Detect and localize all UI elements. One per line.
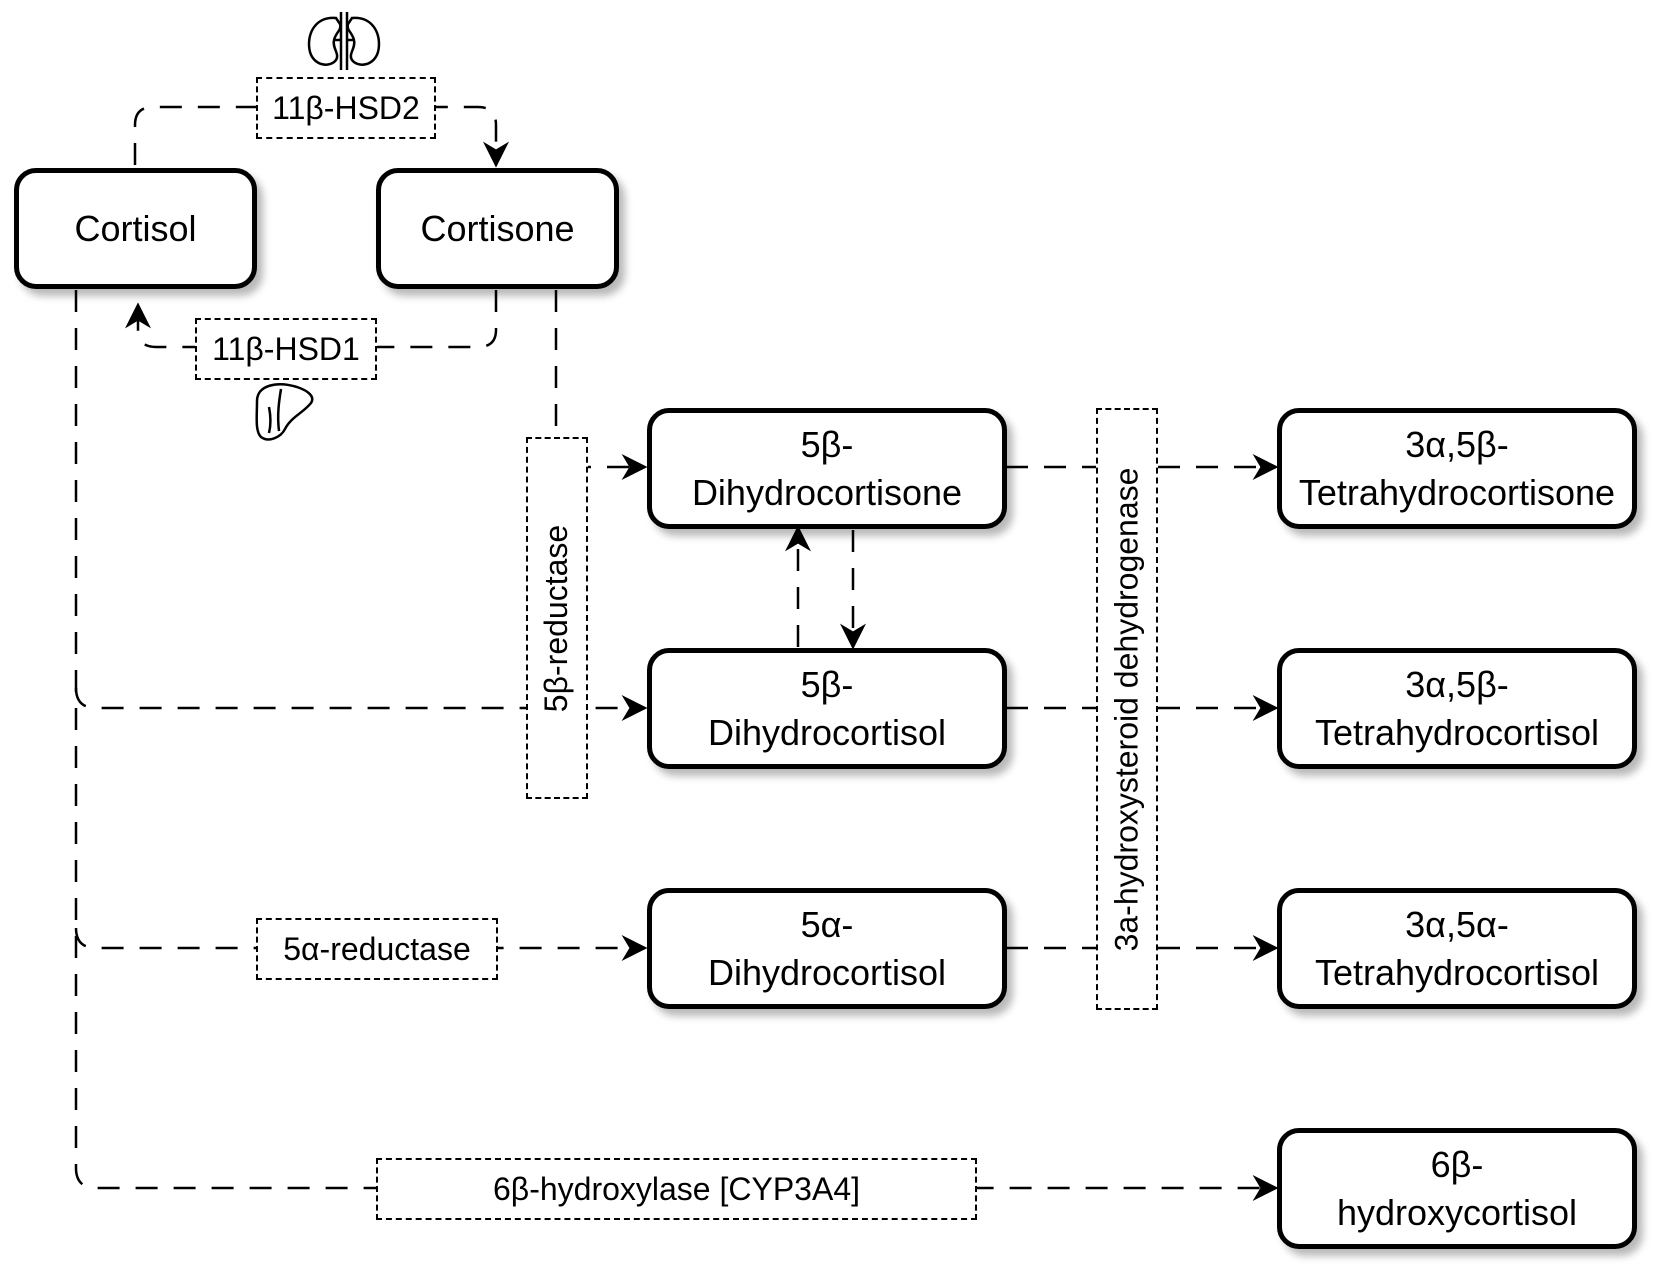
node-5a-dihydrocortisol-label: 5α- Dihydrocortisol (707, 903, 947, 993)
enzyme-11b-hsd1-label: 11β-HSD1 (212, 330, 360, 367)
node-cortisol: Cortisol (14, 168, 257, 289)
node-cortisone-label: Cortisone (420, 207, 575, 249)
node-3a5b-tetrahydrocortisone: 3α,5β- Tetrahydrocortisone (1277, 408, 1637, 529)
edge-cortisone-to-5b-dihydrocortisone (554, 290, 648, 480)
edge-cortisol-to-5b-dihydrocortisol (74, 687, 648, 721)
node-5b-dihydrocortisone-label: 5β- Dihydrocortisone (691, 423, 963, 513)
enzyme-11b-hsd1: 11β-HSD1 (195, 318, 377, 380)
enzyme-3a-hydroxysteroid-dehydrogenase: 3a-hydroxysteroid dehydrogenase (1096, 408, 1158, 1010)
enzyme-5b-reductase-label: 5β-reductase (538, 524, 575, 712)
enzyme-6b-hydroxylase-label: 6β-hydroxylase [CYP3A4] (492, 1170, 860, 1207)
kidney-icon (307, 12, 381, 70)
node-6b-hydroxycortisol-label: 6β- hydroxycortisol (1336, 1143, 1578, 1233)
node-5b-dihydrocortisone: 5β- Dihydrocortisone (647, 408, 1007, 529)
node-3a5b-tetrahydrocortisone-label: 3α,5β- Tetrahydrocortisone (1298, 423, 1616, 513)
node-6b-hydroxycortisol: 6β- hydroxycortisol (1277, 1128, 1637, 1249)
enzyme-5b-reductase: 5β-reductase (526, 437, 588, 799)
node-5b-dihydrocortisol-label: 5β- Dihydrocortisol (707, 663, 947, 753)
node-3a5b-tetrahydrocortisol: 3α,5β- Tetrahydrocortisol (1277, 648, 1637, 769)
enzyme-11b-hsd2-label: 11β-HSD2 (272, 89, 420, 126)
node-3a5a-tetrahydrocortisol-label: 3α,5α- Tetrahydrocortisol (1314, 903, 1600, 993)
enzyme-5a-reductase-label: 5α-reductase (283, 930, 471, 967)
node-cortisone: Cortisone (376, 168, 619, 289)
node-5a-dihydrocortisol: 5α- Dihydrocortisol (647, 888, 1007, 1009)
node-3a5b-tetrahydrocortisol-label: 3α,5β- Tetrahydrocortisol (1314, 663, 1600, 753)
liver-icon (255, 383, 314, 441)
edge-cortisol-trunk (74, 290, 1279, 1201)
edge-cortisol-to-5a-dihydrocortisol (74, 927, 648, 961)
enzyme-3a-hsd-label: 3a-hydroxysteroid dehydrogenase (1108, 467, 1145, 951)
enzyme-11b-hsd2: 11β-HSD2 (256, 77, 436, 139)
enzyme-6b-hydroxylase-cyp3a4: 6β-hydroxylase [CYP3A4] (376, 1158, 977, 1220)
node-5b-dihydrocortisol: 5β- Dihydrocortisol (647, 648, 1007, 769)
node-3a5a-tetrahydrocortisol: 3α,5α- Tetrahydrocortisol (1277, 888, 1637, 1009)
enzyme-5a-reductase: 5α-reductase (256, 918, 498, 980)
node-cortisol-label: Cortisol (74, 207, 197, 249)
